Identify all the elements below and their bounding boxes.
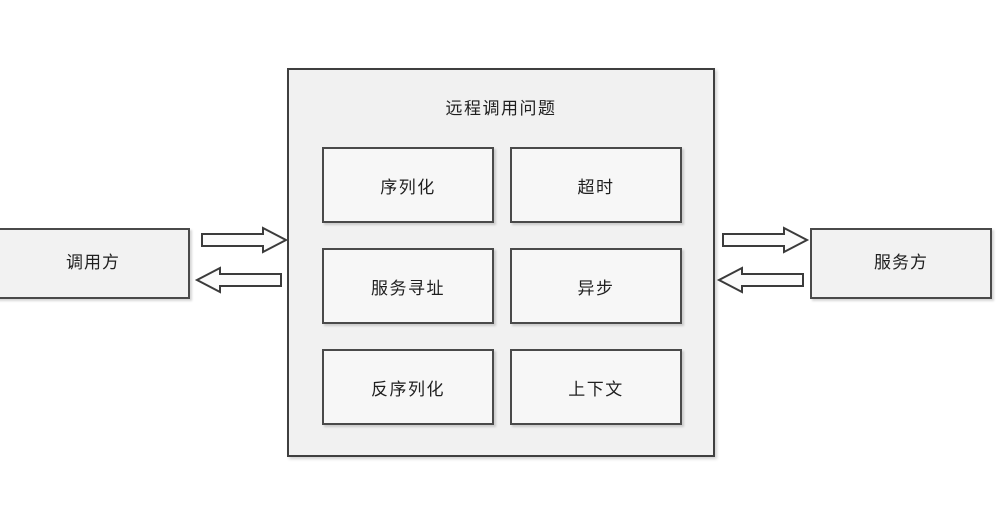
remote-call-problems-container: 远程调用问题 序列化 超时 服务寻址 异步 反序列化 上下文 [287, 68, 715, 457]
caller-label: 调用方 [66, 253, 120, 273]
arrow-caller-to-container-icon [201, 226, 289, 254]
caller-box[interactable]: 调用方 [0, 228, 190, 299]
problem-label: 超时 [577, 177, 615, 198]
service-provider-box[interactable]: 服务方 [810, 228, 992, 299]
arrow-service-to-container-icon [716, 266, 804, 294]
problem-grid: 序列化 超时 服务寻址 异步 反序列化 上下文 [322, 147, 682, 425]
problem-box-serialization[interactable]: 序列化 [322, 147, 494, 223]
container-title: 远程调用问题 [445, 99, 557, 119]
arrow-container-to-caller-icon [194, 266, 282, 294]
problem-box-async[interactable]: 异步 [510, 248, 682, 324]
problem-box-timeout[interactable]: 超时 [510, 147, 682, 223]
problem-label: 异步 [577, 278, 615, 299]
problem-label: 服务寻址 [371, 278, 445, 299]
problem-label: 序列化 [380, 177, 436, 198]
problem-box-deserialization[interactable]: 反序列化 [322, 349, 494, 425]
arrow-container-to-service-icon [722, 226, 810, 254]
problem-label: 上下文 [568, 379, 624, 400]
problem-label: 反序列化 [371, 379, 445, 400]
service-provider-label: 服务方 [874, 253, 928, 273]
problem-box-context[interactable]: 上下文 [510, 349, 682, 425]
problem-box-service-addressing[interactable]: 服务寻址 [322, 248, 494, 324]
